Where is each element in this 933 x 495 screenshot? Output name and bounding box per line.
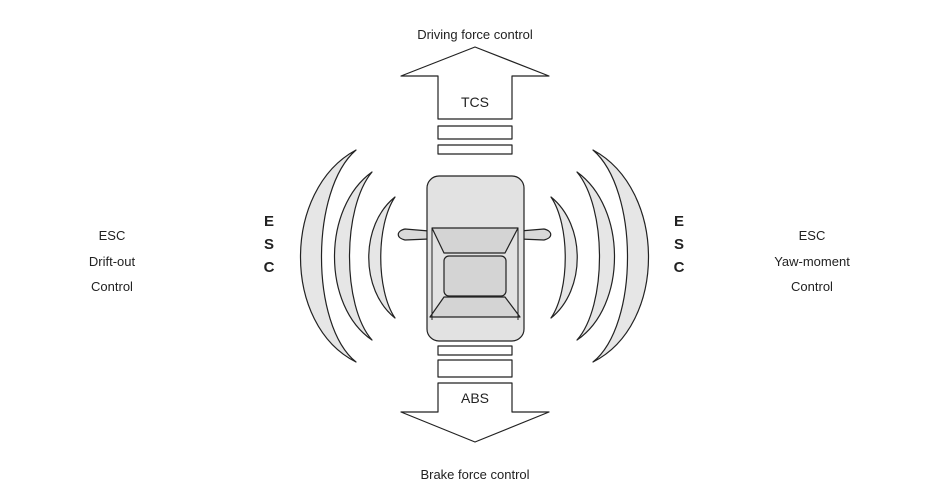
left-arc-middle xyxy=(334,171,373,341)
left-desc-line-2: Drift-out xyxy=(88,254,136,269)
driving-force-label: Driving force control xyxy=(417,27,533,42)
brake-force-label: Brake force control xyxy=(420,467,530,482)
right-desc-line-1: ESC xyxy=(798,228,826,243)
right-arc-inner xyxy=(550,196,578,319)
left-desc-line-1: ESC xyxy=(98,228,126,243)
left-arc-inner xyxy=(368,196,396,319)
right-esc-c: C xyxy=(673,259,685,276)
right-esc-e: E xyxy=(673,213,684,230)
tcs-bar-1 xyxy=(437,125,513,140)
right-desc-line-2: Yaw-moment xyxy=(774,254,850,269)
car-rear-window xyxy=(429,296,521,318)
car-roof xyxy=(443,255,507,297)
abs-label: ABS xyxy=(460,390,489,406)
car-mirror-left xyxy=(397,228,430,241)
left-esc-s: S xyxy=(263,236,274,253)
right-esc-s: S xyxy=(673,236,684,253)
abs-arrow xyxy=(400,382,550,443)
tcs-arrow xyxy=(400,46,550,120)
abs-bar-1 xyxy=(437,345,513,356)
right-arc-outer xyxy=(592,149,650,363)
car-mirror-right xyxy=(519,228,552,241)
left-esc-c: C xyxy=(263,259,275,276)
left-esc-e: E xyxy=(263,213,274,230)
left-arc-outer xyxy=(299,149,357,363)
car-windshield xyxy=(431,227,519,254)
tcs-label: TCS xyxy=(461,94,489,110)
right-arc-middle xyxy=(576,171,615,341)
right-desc-line-3: Control xyxy=(791,279,833,294)
tcs-bar-2 xyxy=(437,144,513,155)
abs-bar-2 xyxy=(437,359,513,378)
left-desc-line-3: Control xyxy=(91,279,133,294)
